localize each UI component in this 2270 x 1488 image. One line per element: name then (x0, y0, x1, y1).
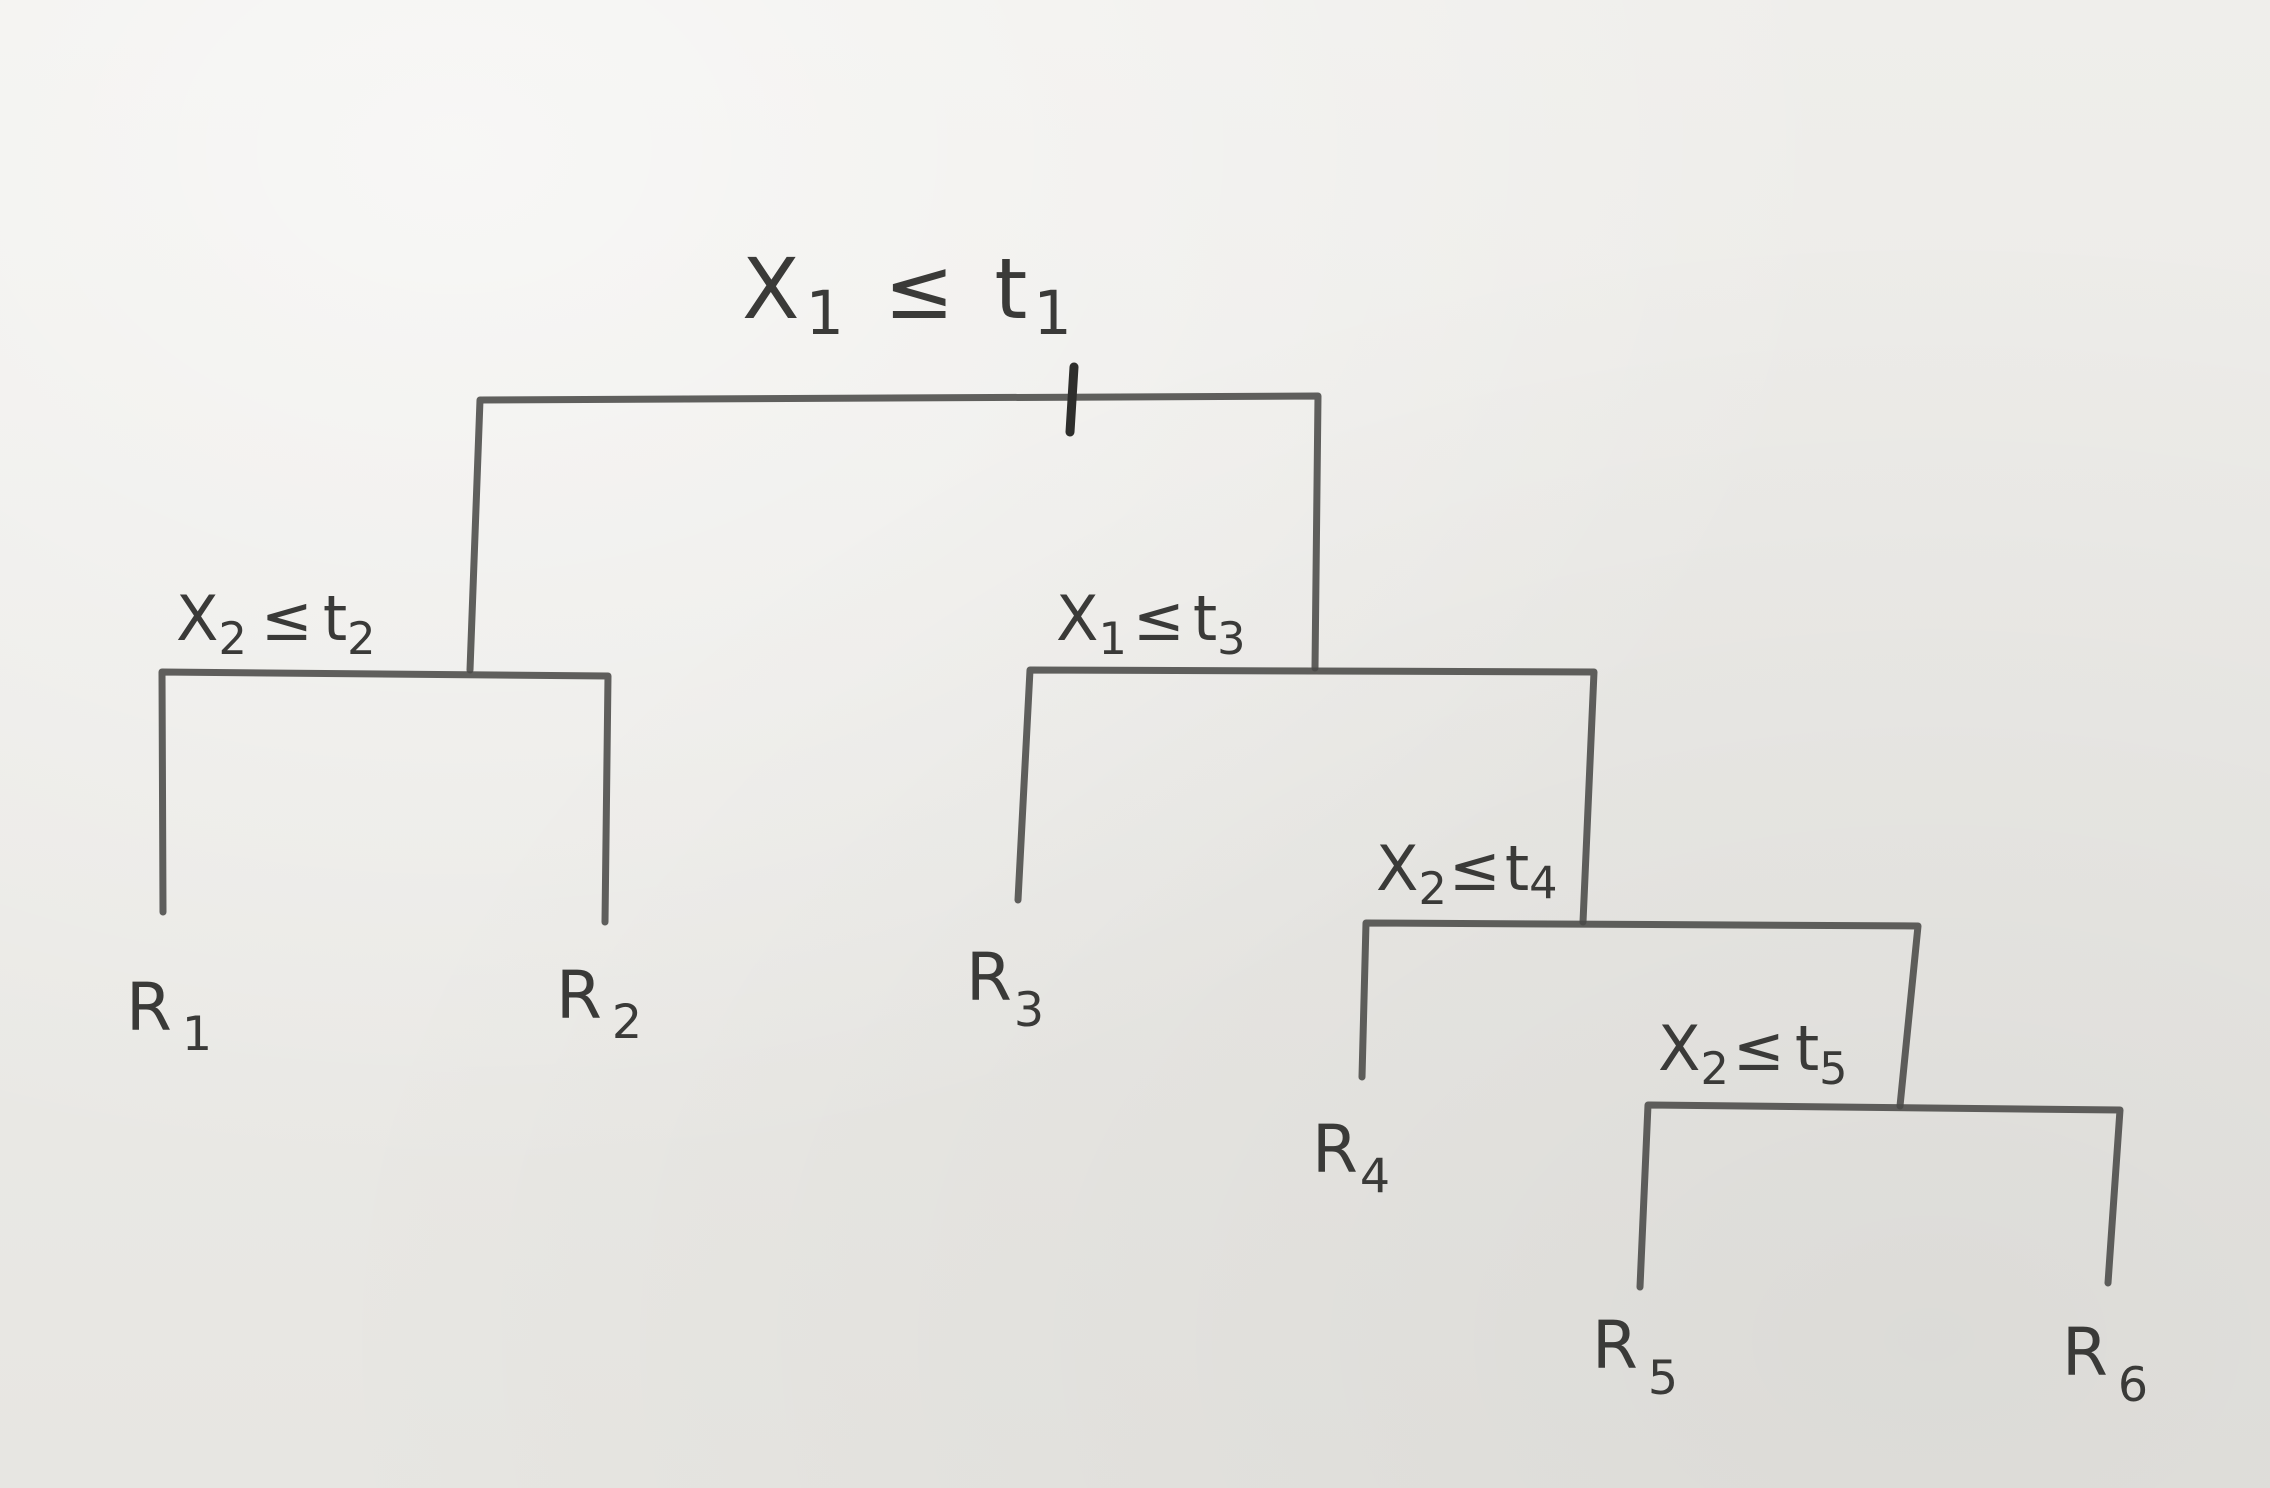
left-op: ≤ (261, 582, 313, 655)
left-split-label: X2≤t2 (176, 582, 376, 665)
t4-split-label: X2≤t4 (1376, 832, 1558, 915)
leaf-r4: R4 (1312, 1111, 1400, 1204)
tree-edges (158, 392, 2124, 1291)
right-op: ≤ (1133, 582, 1185, 655)
left-thr: t (323, 582, 347, 655)
left-thr-sub: 2 (347, 613, 375, 665)
right-split-bracket (1014, 666, 1598, 926)
root-var: X (742, 240, 806, 338)
root-bracket (466, 392, 1322, 674)
root-thr: t (994, 240, 1033, 338)
root-thr-sub: 1 (1033, 279, 1077, 349)
root-split-label: X1≤t1 (742, 240, 1078, 349)
leaf-r6: R6 (2062, 1314, 2158, 1413)
t5-op: ≤ (1733, 1012, 1785, 1085)
t4-thr-sub: 4 (1529, 857, 1557, 909)
left-var: X (176, 582, 218, 655)
t4-split-bracket (1358, 919, 1922, 1110)
right-var-sub: 1 (1098, 613, 1126, 665)
t4-thr: t (1505, 832, 1529, 905)
leaf-r5: R5 (1592, 1307, 1688, 1406)
t5-var-sub: 2 (1700, 1043, 1728, 1095)
t5-split-bracket (1636, 1101, 2124, 1291)
root-var-sub: 1 (806, 279, 850, 349)
leaf-r1: R1 (126, 969, 222, 1062)
leaf-r3: R3 (966, 939, 1054, 1038)
right-thr-sub: 3 (1217, 613, 1245, 665)
t5-split-label: X2≤t5 (1658, 1012, 1848, 1095)
t4-var-sub: 2 (1418, 863, 1446, 915)
left-split-bracket (158, 668, 612, 926)
t5-thr-sub: 5 (1819, 1043, 1847, 1095)
left-var-sub: 2 (218, 613, 246, 665)
root-op: ≤ (884, 240, 960, 338)
right-thr: t (1193, 582, 1217, 655)
t5-thr: t (1795, 1012, 1819, 1085)
leaf-r2: R2 (556, 957, 652, 1050)
t5-var: X (1658, 1012, 1700, 1085)
t4-var: X (1376, 832, 1418, 905)
t4-op: ≤ (1449, 832, 1501, 905)
root-split-tick (1065, 362, 1079, 437)
right-var: X (1056, 582, 1098, 655)
right-split-label: X1≤t3 (1056, 582, 1246, 665)
